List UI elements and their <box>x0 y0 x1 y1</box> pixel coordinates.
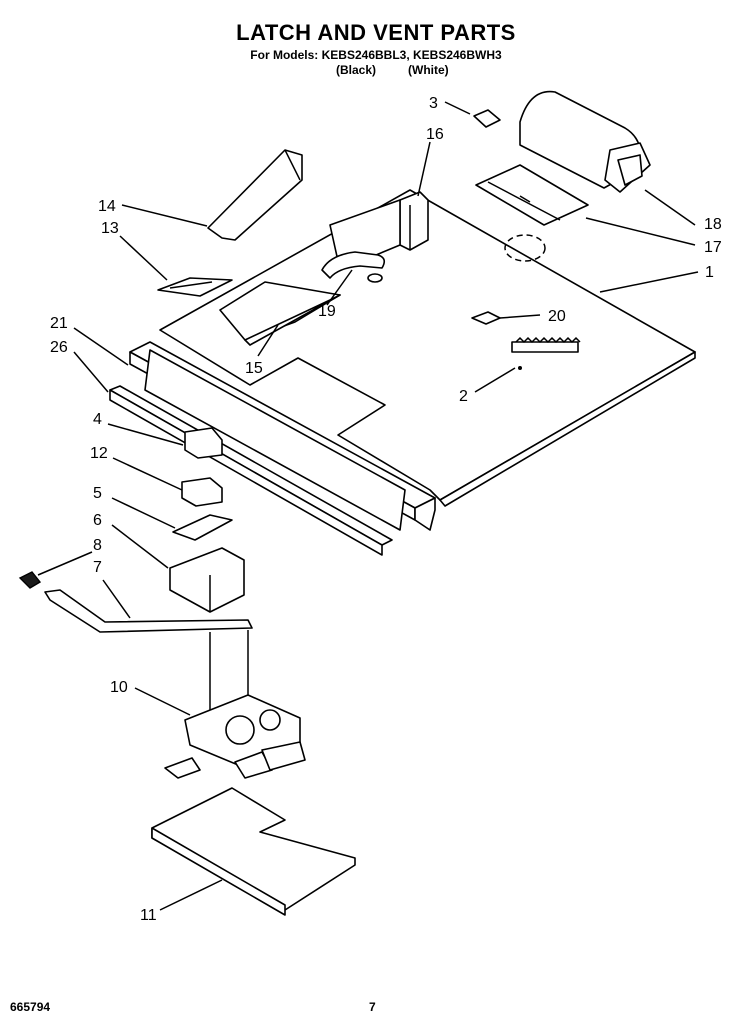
finish-white: (White) <box>408 63 449 77</box>
callout-12: 12 <box>90 445 108 462</box>
part-12-switch <box>181 477 223 507</box>
part-19-hose <box>321 251 386 283</box>
callout-21: 21 <box>50 315 68 332</box>
doc-number: 665794 <box>10 1000 51 1014</box>
callout-18: 18 <box>704 216 722 233</box>
part-6-bracket <box>169 547 245 613</box>
part-4-switch <box>184 427 223 459</box>
part-3-clip <box>473 109 501 128</box>
callout-4: 4 <box>93 411 102 428</box>
callout-13: 13 <box>101 220 119 237</box>
page-title: LATCH AND VENT PARTS <box>236 20 516 45</box>
part-17-mount-plate <box>475 164 589 226</box>
callout-7: 7 <box>93 559 102 576</box>
callout-5: 5 <box>93 485 102 502</box>
callout-15: 15 <box>245 360 263 377</box>
part-26-strip <box>109 385 393 556</box>
models-line: For Models: KEBS246BBL3, KEBS246BWH3 <box>250 48 502 62</box>
finish-black: (Black) <box>336 63 377 77</box>
part-13-bracket <box>157 277 233 297</box>
callout-14: 14 <box>98 198 116 215</box>
callout-11: 11 <box>140 907 157 924</box>
part-15-vent-channel <box>219 281 341 346</box>
page-number: 7 <box>369 1000 376 1014</box>
part-14-vent-cover <box>207 149 303 241</box>
leader-lines <box>37 101 699 911</box>
callout-3: 3 <box>429 95 438 112</box>
part-21-front-rail <box>129 341 436 531</box>
part-1-top-panel <box>159 189 696 507</box>
part-11-cover-plate <box>151 787 356 916</box>
callout-1: 1 <box>705 264 714 281</box>
part-18-fan-motor <box>519 90 651 193</box>
callout-2: 2 <box>459 388 468 405</box>
callout-26: 26 <box>50 339 68 356</box>
part-2-bumper <box>511 336 581 370</box>
callout-19: 19 <box>318 303 336 320</box>
part-8-latch-hook <box>18 571 42 589</box>
callout-16: 16 <box>426 126 444 143</box>
part-7-latch-rod <box>44 589 253 633</box>
callout-8: 8 <box>93 537 102 554</box>
part-10-latch-assembly <box>164 694 306 779</box>
callout-10: 10 <box>110 679 128 696</box>
callout-6: 6 <box>93 512 102 529</box>
callout-17: 17 <box>704 239 722 256</box>
callout-20: 20 <box>548 308 566 325</box>
part-5-insulator <box>172 514 233 541</box>
